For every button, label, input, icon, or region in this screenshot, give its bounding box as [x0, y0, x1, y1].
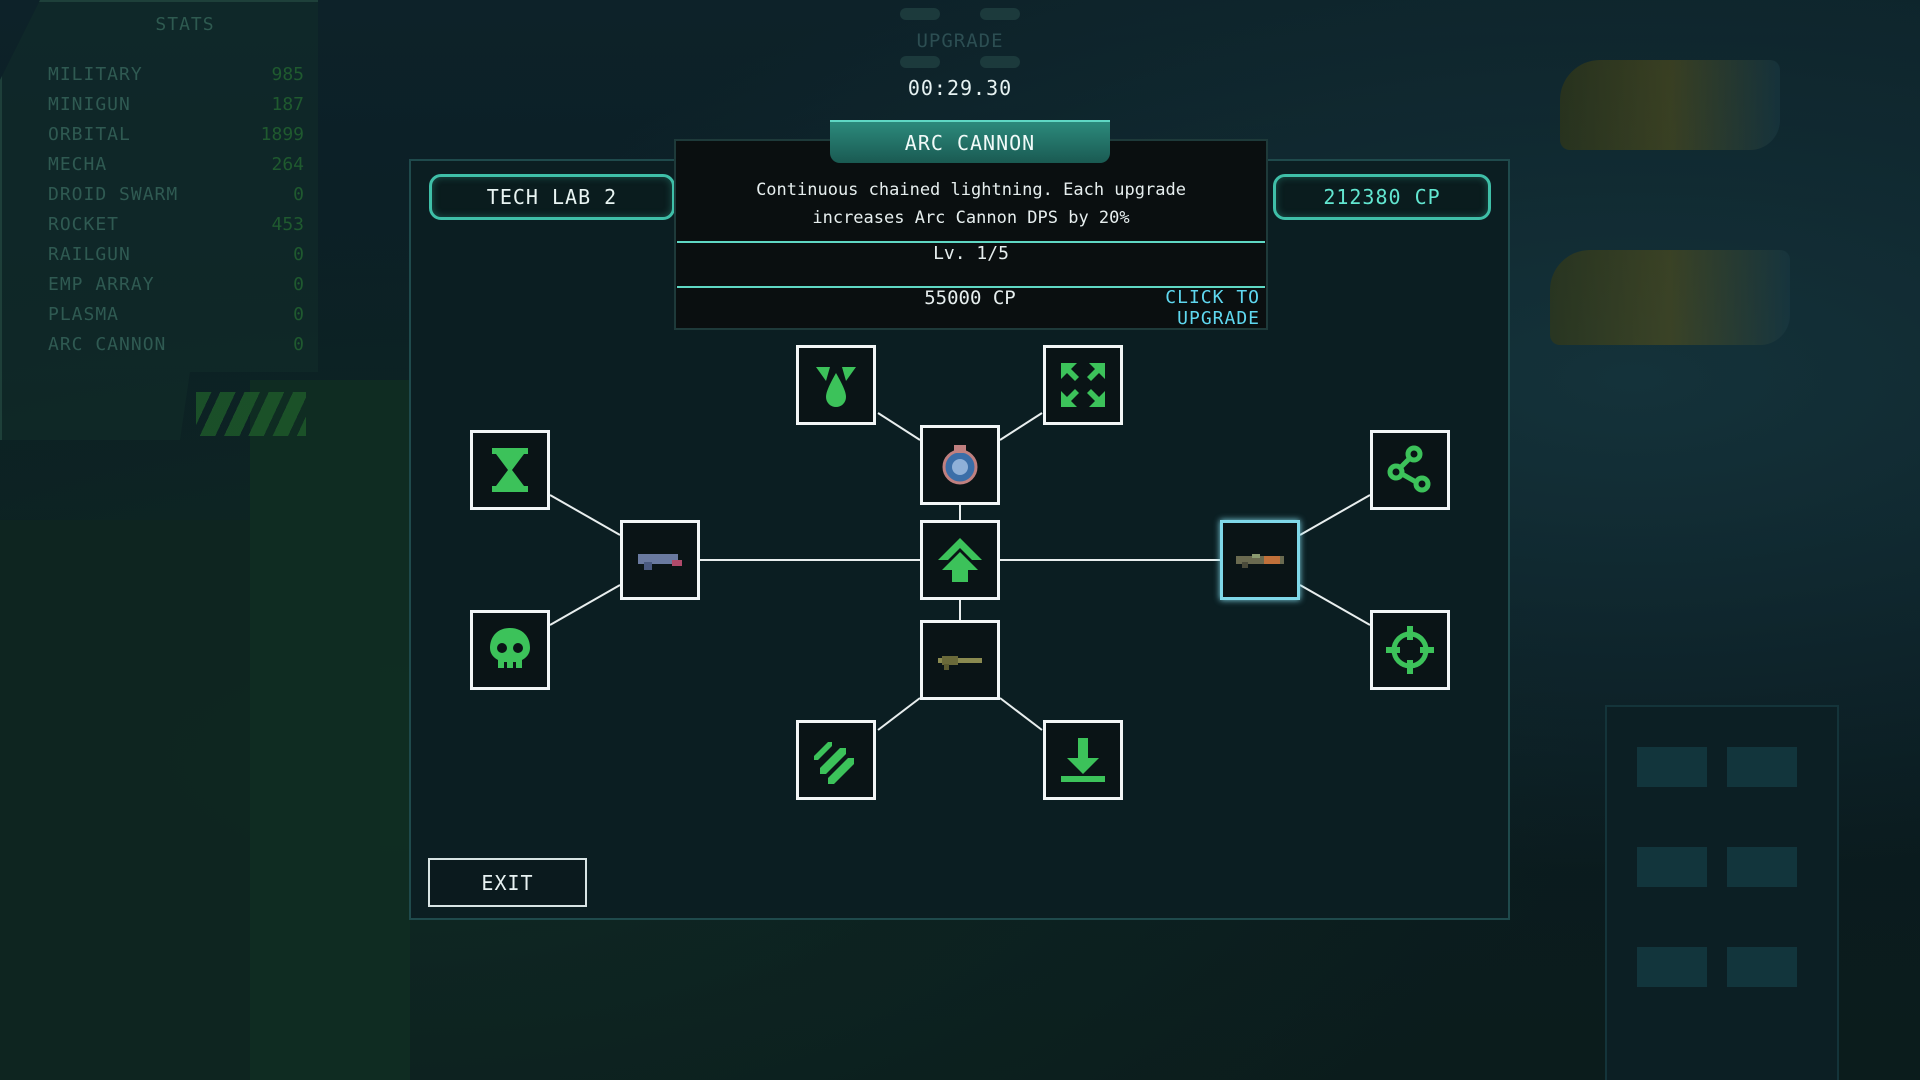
tooltip-divider: [677, 286, 1265, 288]
tooltip-description-line: increases Arc Cannon DPS by 20%: [812, 208, 1130, 228]
stat-value: 0: [293, 273, 304, 295]
stat-name: MECHA: [48, 153, 108, 175]
stats-stripes-decoration: [196, 392, 306, 436]
tooltip-level: Lv. 1/5: [933, 243, 1009, 264]
stat-row: MILITARY 985: [48, 60, 304, 88]
download-icon: [1061, 738, 1105, 782]
upgrade-node-bottom-right[interactable]: [1043, 720, 1123, 800]
click-to-upgrade-button[interactable]: CLICK TO UPGRADE: [1165, 287, 1260, 329]
stat-value: 187: [271, 93, 304, 115]
arc-cannon-icon: [1236, 554, 1284, 568]
hourglass-icon: [492, 448, 528, 492]
upgrade-node-bottom[interactable]: [920, 620, 1000, 700]
stat-name: RAILGUN: [48, 243, 131, 265]
stat-value: 0: [293, 303, 304, 325]
stat-name: MINIGUN: [48, 93, 131, 115]
tooltip-cost: 55000 CP: [924, 287, 1016, 309]
stat-value: 453: [271, 213, 304, 235]
tooltip-divider: [677, 241, 1265, 243]
stat-value: 264: [271, 153, 304, 175]
stat-value: 0: [293, 243, 304, 265]
background-building: [250, 380, 410, 1080]
stat-row: MINIGUN 187: [48, 90, 304, 118]
stat-name: MILITARY: [48, 63, 143, 85]
stat-row: EMP ARRAY 0: [48, 270, 304, 298]
upgrade-node-center[interactable]: [920, 520, 1000, 600]
upgrade-node-left[interactable]: [620, 520, 700, 600]
tech-lab-name: TECH LAB 2: [429, 174, 675, 220]
background-building: [1605, 705, 1839, 1080]
background-ship: [1560, 60, 1780, 150]
plasma-gun-icon: [638, 554, 682, 570]
stat-row: MECHA 264: [48, 150, 304, 178]
cp-balance: 212380 CP: [1273, 174, 1491, 220]
stat-row: ARC CANNON 0: [48, 330, 304, 358]
stat-name: DROID SWARM: [48, 183, 179, 205]
stat-row: PLASMA 0: [48, 300, 304, 328]
upgrade-node-top-right[interactable]: [1043, 345, 1123, 425]
background-ship: [1550, 250, 1790, 345]
upgrade-tooltip: [674, 139, 1268, 330]
stat-row: DROID SWARM 0: [48, 180, 304, 208]
bullets-icon: [814, 742, 854, 784]
bomb-drop-icon: [816, 367, 856, 407]
skull-icon: [490, 628, 530, 668]
upgrade-node-left-bottom[interactable]: [470, 610, 550, 690]
stat-row: ORBITAL 1899: [48, 120, 304, 148]
upgrade-node-right-top[interactable]: [1370, 430, 1450, 510]
exit-button[interactable]: EXIT: [428, 858, 587, 907]
stat-value: 0: [293, 183, 304, 205]
railgun-icon: [938, 656, 982, 670]
upgrade-node-top[interactable]: [920, 425, 1000, 505]
stat-name: ROCKET: [48, 213, 120, 235]
arrow-up-icon: [938, 538, 982, 582]
tooltip-title: ARC CANNON: [830, 120, 1110, 163]
tooltip-description: Continuous chained lightning. Each upgra…: [690, 176, 1252, 232]
stat-name: EMP ARRAY: [48, 273, 155, 295]
upgrade-node-right-arc-cannon[interactable]: [1220, 520, 1300, 600]
expand-icon: [1061, 363, 1105, 407]
upgrade-header: UPGRADE: [900, 8, 1020, 70]
upgrade-node-top-left[interactable]: [796, 345, 876, 425]
stat-row: ROCKET 453: [48, 210, 304, 238]
upgrade-node-left-top[interactable]: [470, 430, 550, 510]
stat-name: ARC CANNON: [48, 333, 167, 355]
stats-panel: [0, 0, 318, 440]
share-icon: [1387, 445, 1431, 493]
upgrade-node-right-bottom[interactable]: [1370, 610, 1450, 690]
stat-value: 1899: [260, 123, 304, 145]
stat-value: 0: [293, 333, 304, 355]
stats-title: STATS: [155, 14, 215, 35]
upgrade-label: UPGRADE: [916, 30, 1004, 52]
upgrade-node-bottom-left[interactable]: [796, 720, 876, 800]
stat-name: PLASMA: [48, 303, 120, 325]
crosshair-icon: [1386, 626, 1434, 674]
stat-row: RAILGUN 0: [48, 240, 304, 268]
stat-name: ORBITAL: [48, 123, 131, 145]
droid-orb-icon: [942, 445, 978, 485]
timer: 00:29.30: [907, 76, 1013, 100]
tooltip-description-line: Continuous chained lightning. Each upgra…: [756, 180, 1186, 200]
stat-value: 985: [271, 63, 304, 85]
